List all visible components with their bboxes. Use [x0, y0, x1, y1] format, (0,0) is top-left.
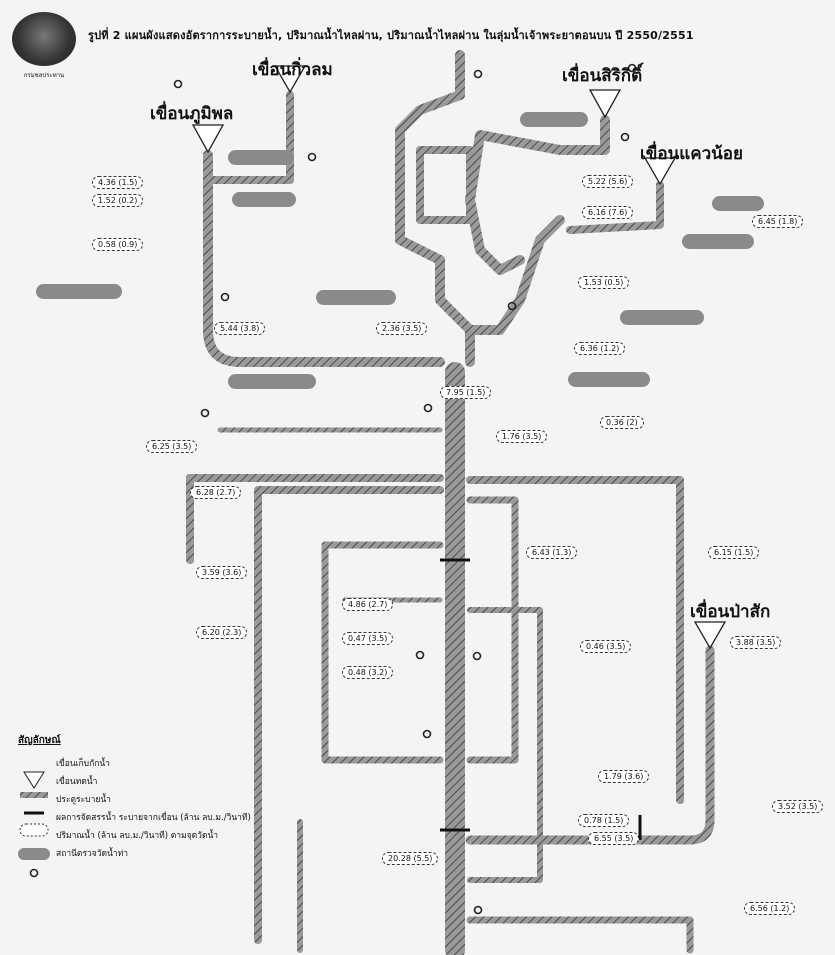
khwae-noi-dam-marker — [643, 157, 677, 186]
flow-box — [712, 196, 764, 211]
bhumibol-dam-marker — [191, 124, 225, 154]
logo-caption: กรมชลประทาน — [23, 72, 65, 79]
khwae-noi-river — [566, 181, 664, 234]
value-bubble: 1.52 (0.2) — [92, 194, 144, 207]
dam-label-khwae-noi: เขื่อนแควน้อย — [640, 144, 743, 164]
value-bubble: 1.79 (3.6) — [598, 770, 650, 783]
value-bubble: 1.53 (0.5) — [578, 276, 630, 289]
wang-river — [204, 91, 294, 184]
value-bubble: 6.16 (7.6) — [582, 206, 634, 219]
value-bubble: 6.25 (3.5) — [146, 440, 198, 453]
dam-label-kiw-lom: เขื่อนกิ่วลม — [252, 60, 333, 80]
legend-weir-icon — [20, 792, 48, 798]
value-bubble: 4.86 (2.7) — [342, 598, 394, 611]
flow-box — [682, 234, 754, 249]
value-bubble: 6.55 (3.5) — [588, 832, 640, 845]
value-bubble: 6.20 (2.3) — [196, 626, 248, 639]
pasak-dam-marker — [693, 621, 727, 650]
station-icon — [200, 408, 210, 418]
station-icon — [620, 132, 630, 142]
value-bubble: 2.36 (3.5) — [376, 322, 428, 335]
nan-river — [465, 115, 610, 275]
kiw-lom-dam-marker — [273, 65, 307, 94]
value-bubble: 6.36 (1.2) — [574, 342, 626, 355]
value-bubble: 3.52 (3.5) — [772, 800, 824, 813]
sirikit-dam-marker — [588, 89, 622, 119]
value-bubble: 6.28 (2.7) — [190, 486, 242, 499]
dam-label-pasak: เขื่อนป่าสัก — [690, 602, 771, 622]
station-icon — [415, 650, 425, 660]
value-bubble: 0.48 (3.2) — [342, 666, 394, 679]
station-icon — [472, 651, 482, 661]
value-bubble: 7.95 (1.5) — [440, 386, 492, 399]
value-bubble: 3.59 (3.6) — [196, 566, 248, 579]
value-bubble: 6.43 (1.3) — [526, 546, 578, 559]
value-bubble: 5.22 (5.6) — [582, 175, 634, 188]
flow-box — [568, 372, 650, 387]
dam-label-bhumibol: เขื่อนภูมิพล — [150, 104, 234, 124]
flow-box — [228, 150, 294, 165]
value-bubble: 0.46 (3.5) — [580, 640, 632, 653]
value-bubble: 6.15 (1.5) — [708, 546, 760, 559]
value-bubble: 6.45 (1.8) — [752, 215, 804, 228]
station-icon — [220, 292, 230, 302]
value-bubble: 0.78 (1.5) — [578, 814, 630, 827]
legend-heading: สัญลักษณ์ — [18, 735, 61, 746]
value-bubble: 3.88 (3.5) — [730, 636, 782, 649]
yom-river — [395, 50, 565, 335]
station-icon — [422, 729, 432, 739]
legend-dam-icon — [23, 771, 45, 789]
legend-label-release: ผลการจัดสรรน้ำ ระบายจากเขื่อน (ล้าน ลบ.ม… — [56, 813, 251, 823]
value-bubble: 1.76 (3.5) — [496, 430, 548, 443]
legend-flow-icon — [18, 848, 50, 860]
legend-release-icon — [19, 823, 49, 837]
ping-river — [203, 150, 445, 367]
station-icon — [423, 403, 433, 413]
legend-label-gate: ประตูระบายน้ำ — [56, 795, 111, 805]
legend-station-icon — [29, 868, 39, 878]
legend-label-dam: เขื่อนเก็บกักน้ำ — [56, 759, 110, 769]
station-icon — [507, 301, 517, 311]
flow-box — [620, 310, 704, 325]
value-bubble: 4.36 (1.5) — [92, 176, 144, 189]
flow-box — [316, 290, 396, 305]
flow-box — [520, 112, 588, 127]
legend-label-flow: ปริมาณน้ำ (ล้าน ลบ.ม./วินาที) ตามจุดวัดน… — [56, 831, 219, 841]
legend: สัญลักษณ์ เขื่อนเก็บกักน้ำ เขื่อนทดน้ำ ป… — [18, 733, 348, 862]
flow-box — [232, 192, 296, 207]
value-bubble: 0.47 (3.5) — [342, 632, 394, 645]
value-bubble: 5.44 (3.8) — [214, 322, 266, 335]
value-bubble: 20.28 (5.5) — [382, 852, 439, 865]
value-bubble: 6.56 (1.2) — [744, 902, 796, 915]
flow-box — [36, 284, 122, 299]
legend-label-weir: เขื่อนทดน้ำ — [56, 777, 98, 787]
station-icon — [473, 905, 483, 915]
station-icon — [627, 63, 637, 73]
station-icon — [173, 79, 183, 89]
dam-label-sirikit: เขื่อนสิริกิติ์ — [562, 66, 643, 86]
pasak-river — [465, 645, 715, 845]
agency-logo — [12, 12, 76, 66]
legend-label-station: สถานีตรวจวัดน้ำท่า — [56, 849, 129, 859]
value-bubble: 0.58 (0.9) — [92, 238, 144, 251]
value-bubble: 0.36 (2) — [600, 416, 644, 429]
flow-box — [228, 374, 316, 389]
station-icon — [473, 69, 483, 79]
station-icon — [307, 152, 317, 162]
diagram-title: รูปที่ 2 แผนผังแสดงอัตราการระบายน้ำ, ปริ… — [88, 29, 694, 42]
